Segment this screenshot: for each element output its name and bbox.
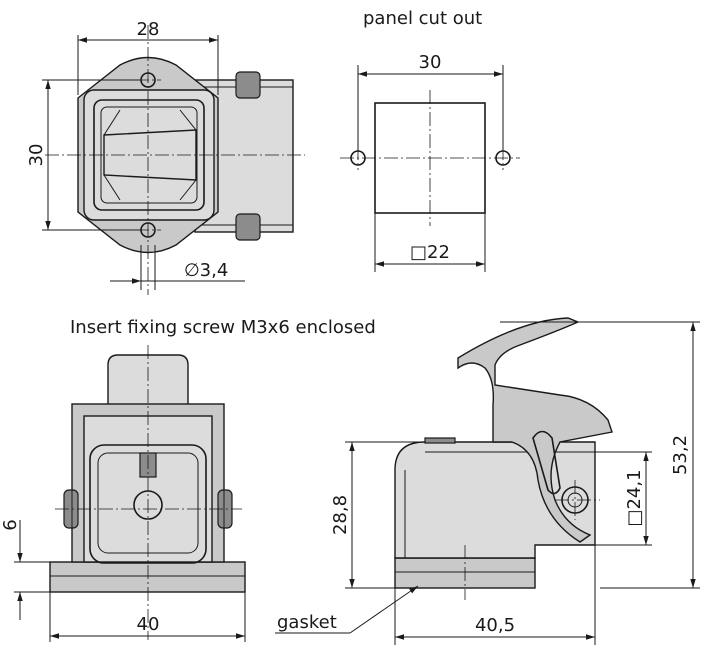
gasket-label: gasket xyxy=(277,612,337,633)
side-body-height-dimension: 28,8 xyxy=(330,495,351,535)
top-view: 28 30 ∅3,4 xyxy=(26,19,305,295)
insert-fixing-note: Insert fixing screw M3x6 enclosed xyxy=(70,317,376,338)
front-width-dimension: 40 xyxy=(137,614,160,635)
side-opening-dimension: □24,1 xyxy=(624,469,645,526)
cutout-square-dimension: □22 xyxy=(410,242,450,263)
panel-cutout: panel cut out 30 □22 xyxy=(340,8,520,272)
top-width-dimension: 28 xyxy=(137,19,160,40)
cutout-title: panel cut out xyxy=(363,8,482,29)
hole-diameter-dimension: ∅3,4 xyxy=(184,260,228,281)
cutout-hole-spacing-dimension: 30 xyxy=(419,52,442,73)
side-view: 53,2 28,8 □24,1 40,5 gasket xyxy=(275,317,700,645)
side-width-dimension: 40,5 xyxy=(475,615,515,636)
front-base-height-dimension: 6 xyxy=(0,519,21,530)
side-total-height-dimension: 53,2 xyxy=(670,435,691,475)
front-view: 6 40 xyxy=(0,345,246,642)
top-height-dimension: 30 xyxy=(26,144,47,167)
